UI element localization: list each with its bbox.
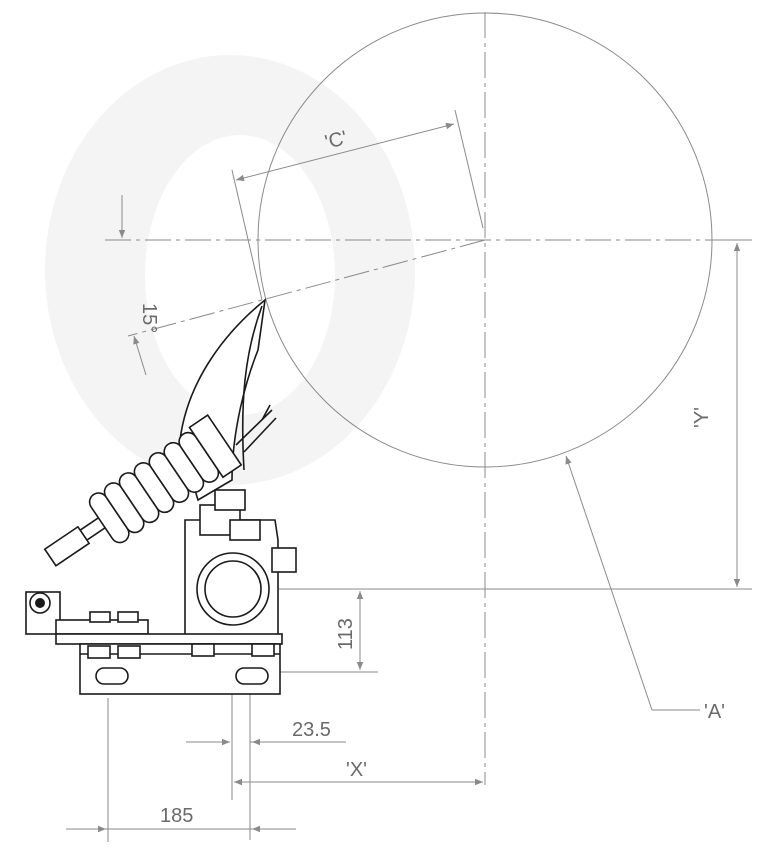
dimension-angle-label: 15° [138, 303, 160, 333]
center-lines [105, 12, 740, 785]
dimension-y [236, 239, 752, 590]
dimension-23-5 [186, 590, 346, 840]
scraper-assembly [25, 298, 297, 695]
pivot-tube [196, 552, 270, 626]
leader-a-label: 'A' [704, 701, 725, 723]
dimension-c-label: 'C' [323, 127, 350, 154]
dimension-y-label: 'Y' [691, 407, 713, 428]
dimension-185 [66, 698, 296, 842]
slot-left [95, 667, 129, 685]
dimension-113-label: 113 [335, 618, 357, 650]
dimension-185-label: 185 [160, 805, 193, 827]
dimension-angle [118, 195, 147, 376]
leader-a [565, 455, 700, 711]
dimension-x-label: 'X' [346, 759, 367, 781]
dimension-c [231, 109, 484, 301]
slot-right [235, 667, 269, 685]
dimension-23-5-label: 23.5 [292, 719, 331, 741]
